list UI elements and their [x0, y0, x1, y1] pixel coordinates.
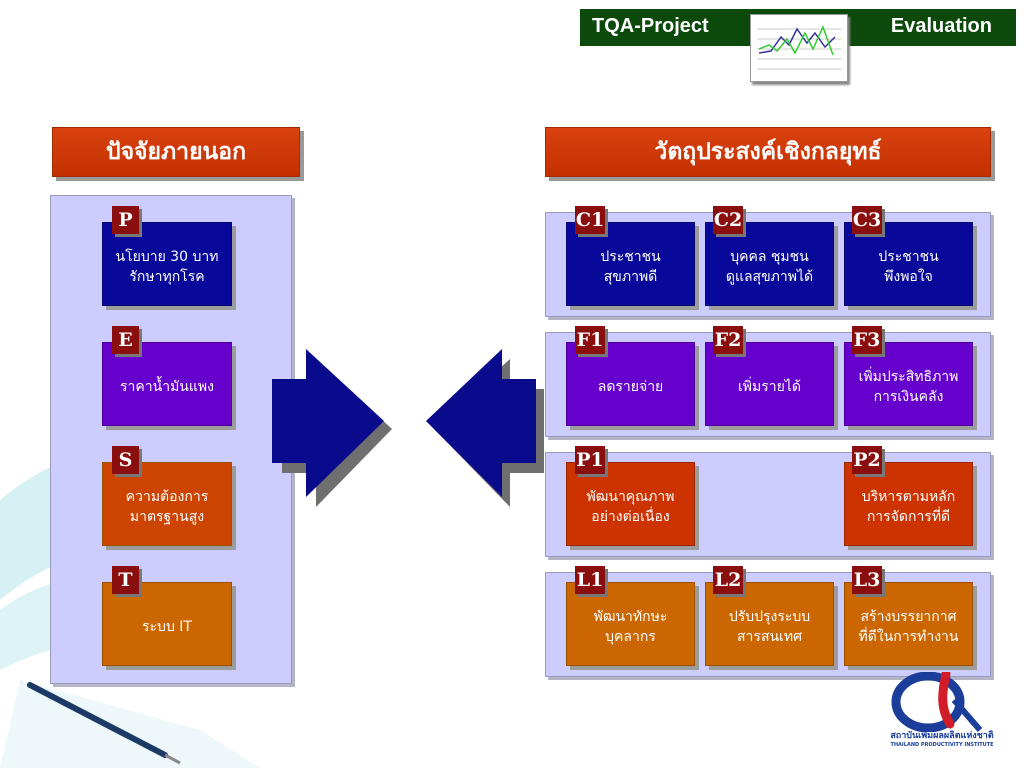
card-f2-text: เพิ่มรายได้ — [738, 379, 801, 395]
card-l1: พัฒนาทักษะ บุคลากร — [566, 582, 695, 666]
card-e-text: ราคาน้ำมันแพง — [120, 379, 214, 395]
card-t-text: ระบบ IT — [142, 619, 192, 635]
badge-p1: P1 — [575, 446, 605, 474]
card-p1: พัฒนาคุณภาพ อย่างต่อเนื่อง — [566, 462, 695, 546]
external-factors-title: ปัจจัยภายนอก — [52, 127, 300, 177]
card-c2: บุคคล ชุมชน ดูแลสุขภาพได้ — [705, 222, 834, 306]
badge-t: T — [112, 566, 139, 594]
badge-p: P — [112, 206, 139, 234]
badge-f1: F1 — [575, 326, 605, 354]
badge-c1: C1 — [575, 206, 605, 234]
card-c1-text: ประชาชน สุขภาพดี — [600, 249, 661, 285]
evaluation-title: Evaluation — [890, 15, 992, 37]
card-p-text: นโยบาย 30 บาท รักษาทุกโรค — [115, 249, 219, 285]
strategic-objectives-title: วัตถุประสงค์เชิงกลยุทธ์ — [545, 127, 991, 177]
card-c1: ประชาชน สุขภาพดี — [566, 222, 695, 306]
right-arrow-icon — [272, 349, 392, 507]
card-p2-text: บริหารตามหลัก การจัดการที่ดี — [861, 489, 956, 525]
card-p1-text: พัฒนาคุณภาพ อย่างต่อเนื่อง — [586, 489, 675, 525]
logo-text-en: THAILAND PRODUCTIVITY INSTITUTE — [890, 742, 994, 748]
badge-s: S — [112, 446, 139, 474]
card-f1-text: ลดรายจ่าย — [597, 379, 664, 395]
badge-c3: C3 — [852, 206, 882, 234]
badge-l1: L1 — [575, 566, 605, 594]
card-l3: สร้างบรรยากาศ ที่ดีในการทำงาน — [844, 582, 973, 666]
card-s-text: ความต้องการ มาตรฐานสูง — [125, 489, 209, 525]
card-c3-text: ประชาชน พึงพอใจ — [878, 249, 939, 285]
badge-f3: F3 — [852, 326, 882, 354]
card-c3: ประชาชน พึงพอใจ — [844, 222, 973, 306]
card-e: ราคาน้ำมันแพง — [102, 342, 232, 426]
card-p: นโยบาย 30 บาท รักษาทุกโรค — [102, 222, 232, 306]
project-title: TQA-Project — [592, 15, 709, 37]
card-f3-text: เพิ่มประสิทธิภาพ การเงินคลัง — [858, 369, 959, 405]
card-s: ความต้องการ มาตรฐานสูง — [102, 462, 232, 546]
logo-text-thai: สถาบันเพิ่มผลผลิตแห่งชาติ — [890, 731, 994, 741]
card-t: ระบบ IT — [102, 582, 232, 666]
badge-l3: L3 — [852, 566, 882, 594]
card-l2-text: ปรับปรุงระบบ สารสนเทศ — [728, 609, 811, 645]
chart-thumbnail-icon — [750, 14, 848, 82]
card-c2-text: บุคคล ชุมชน ดูแลสุขภาพได้ — [725, 249, 814, 285]
badge-f2: F2 — [713, 326, 743, 354]
card-l3-text: สร้างบรรยากาศ ที่ดีในการทำงาน — [858, 609, 959, 645]
card-f2: เพิ่มรายได้ — [705, 342, 834, 426]
card-f3: เพิ่มประสิทธิภาพ การเงินคลัง — [844, 342, 973, 426]
card-f1: ลดรายจ่าย — [566, 342, 695, 426]
card-l2: ปรับปรุงระบบ สารสนเทศ — [705, 582, 834, 666]
badge-p2: P2 — [852, 446, 882, 474]
badge-c2: C2 — [713, 206, 743, 234]
card-p2: บริหารตามหลัก การจัดการที่ดี — [844, 462, 973, 546]
tpi-logo-icon — [891, 672, 983, 732]
left-arrow-icon — [426, 349, 544, 507]
badge-l2: L2 — [713, 566, 743, 594]
badge-e: E — [112, 326, 139, 354]
card-l1-text: พัฒนาทักษะ บุคลากร — [593, 609, 668, 645]
